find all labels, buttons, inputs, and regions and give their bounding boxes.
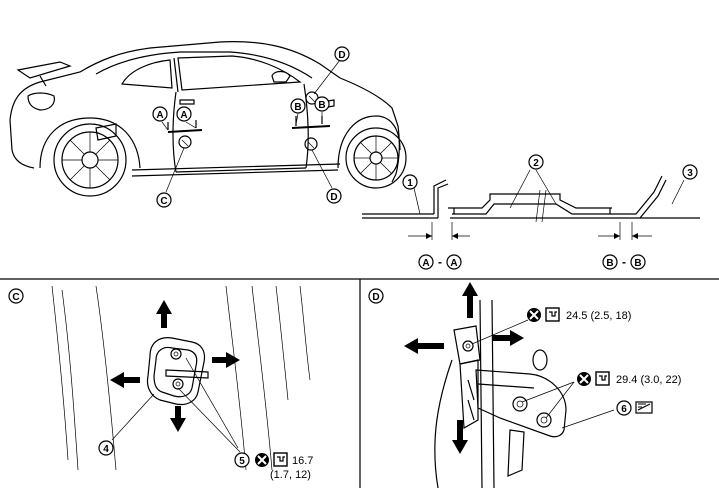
section-label-a-a: A - A [418,254,462,270]
svg-text:1: 1 [407,178,413,189]
replace-icon [527,308,541,322]
svg-text:C: C [12,292,19,303]
part-callout-1: 1 [402,174,418,190]
part-callout-4: 4 [98,440,114,456]
svg-text:D: D [338,50,345,61]
part-callout-6: 6 [616,400,632,416]
car-side-view [9,41,407,197]
replace-icon [255,453,269,467]
torque-wrench-icon [273,452,288,467]
svg-text:B: B [606,258,613,269]
grease-icon [635,401,653,414]
svg-text:5: 5 [239,456,245,467]
svg-text:4: 4 [103,444,109,455]
callout-d-bottom: D [326,188,342,204]
torque-wrench-icon [545,307,560,322]
torque-value-d-upper: 24.5 (2.5, 18) [566,310,631,322]
direction-arrows-c [110,300,240,432]
svg-text:6: 6 [621,404,627,415]
svg-text:A: A [180,110,187,121]
torque-value-c: 16.7 [292,455,313,467]
callout-b-right: B [314,96,330,112]
replace-icon [577,372,591,386]
door-hinge [434,299,567,488]
door-hinge-lower-location [304,137,318,151]
detail-c-body-panel [51,285,311,471]
door-striker-location [178,135,192,149]
svg-text:B: B [318,100,325,111]
door-striker [146,337,209,406]
svg-text:A: A [450,258,457,269]
callout-b-left: B [290,98,306,114]
svg-text:-: - [622,255,626,269]
callout-c: C [156,192,172,208]
svg-text:B: B [634,258,641,269]
svg-text:D: D [372,292,379,303]
section-view [362,169,700,240]
svg-text:-: - [438,255,442,269]
detail-c-label: C [8,288,24,304]
callout-a-left: A [152,106,168,122]
svg-text:3: 3 [687,168,693,179]
svg-text:C: C [160,196,167,207]
torque-value-d-lower: 29.4 (3.0, 22) [616,374,681,386]
svg-text:A: A [156,110,163,121]
torque-wrench-icon [595,371,610,386]
detail-d-label: D [368,288,384,304]
callout-a-right: A [176,106,192,122]
section-cut-b [291,116,331,129]
svg-text:D: D [330,192,337,203]
part-callout-2: 2 [528,154,544,170]
section-cut-a [167,120,203,133]
part-callout-3: 3 [682,164,698,180]
part-callout-5: 5 [234,452,250,468]
section-label-b-b: B - B [602,254,646,270]
svg-text:A: A [422,258,429,269]
svg-text:B: B [294,102,301,113]
direction-arrows-d [404,282,524,454]
callout-d-top: D [334,46,350,62]
torque-units-c: (1.7, 12) [270,469,311,481]
svg-text:2: 2 [533,158,539,169]
